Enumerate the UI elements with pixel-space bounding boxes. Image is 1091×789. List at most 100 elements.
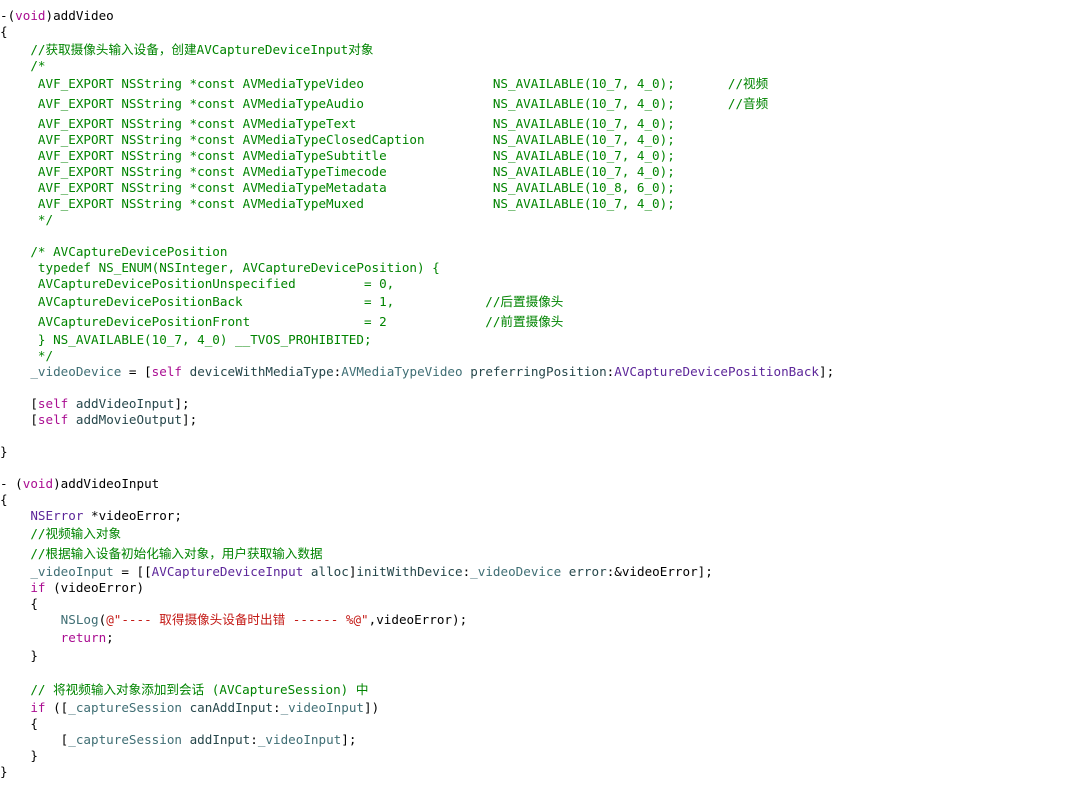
code-token: AVF_EXPORT NSString *const AVMediaTypeCl…	[0, 132, 675, 147]
code-line: AVF_EXPORT NSString *const AVMediaTypeSu…	[0, 148, 675, 164]
code-line: _videoDevice = [self deviceWithMediaType…	[0, 364, 834, 380]
code-token: addVideoInput	[75, 396, 175, 411]
code-line: }	[0, 748, 38, 764]
code-token: _videoInput	[0, 564, 114, 579]
code-line: [self addMovieOutput];	[0, 412, 197, 428]
code-token: //根据输入设备初始化输入对象，用户获取输入数据	[0, 546, 323, 561]
code-token: AVF_EXPORT NSString *const AVMediaTypeMu…	[0, 196, 675, 211]
code-token: = [[	[113, 564, 152, 579]
code-token: AVMediaTypeVideo	[341, 364, 463, 379]
code-line: AVF_EXPORT NSString *const AVMediaTypeCl…	[0, 132, 675, 148]
code-token: {	[0, 596, 38, 611]
code-token: error	[568, 564, 607, 579]
code-token: :	[462, 564, 471, 579]
code-token: NSError	[0, 508, 84, 523]
code-token: /* AVCaptureDevicePosition	[0, 244, 228, 259]
code-token: ];	[818, 364, 835, 379]
code-token: _videoInput	[257, 732, 342, 747]
code-line: */	[0, 212, 53, 228]
code-token: AVF_EXPORT NSString *const AVMediaTypeTi…	[0, 164, 675, 179]
code-token: *videoError;	[83, 508, 182, 523]
code-line: if (videoError)	[0, 580, 144, 596]
code-token: AVF_EXPORT NSString *const AVMediaTypeSu…	[0, 148, 675, 163]
code-token: _captureSession	[68, 732, 182, 747]
code-line: if ([_captureSession canAddInput:_videoI…	[0, 700, 379, 716]
code-line: AVF_EXPORT NSString *const AVMediaTypeVi…	[0, 76, 768, 92]
code-line: NSLog(@"---- 取得摄像头设备时出错 ------ %@",video…	[0, 612, 468, 628]
code-line: //根据输入设备初始化输入对象，用户获取输入数据	[0, 546, 323, 562]
code-token: -(	[0, 8, 16, 23]
code-token: )addVideoInput	[53, 476, 160, 491]
code-token: = [	[121, 364, 152, 379]
code-token: AVF_EXPORT NSString *const AVMediaTypeAu…	[0, 96, 769, 111]
code-token	[182, 732, 190, 747]
code-token: if	[0, 580, 46, 595]
code-token: ];	[341, 732, 357, 747]
code-token: return	[0, 630, 107, 645]
code-line: }	[0, 444, 8, 460]
code-token: alloc	[310, 564, 349, 579]
code-line: } NS_AVAILABLE(10_7, 4_0) __TVOS_PROHIBI…	[0, 332, 372, 348]
code-token: [	[0, 412, 38, 427]
code-line: AVF_EXPORT NSString *const AVMediaTypeTe…	[0, 116, 675, 132]
code-line: AVF_EXPORT NSString *const AVMediaTypeAu…	[0, 96, 768, 112]
code-token: _captureSession	[68, 700, 182, 715]
code-token	[68, 412, 76, 427]
code-token: ];	[174, 396, 190, 411]
code-token: // 将视频输入对象添加到会话 (AVCaptureSession) 中	[0, 682, 369, 697]
code-token: :	[606, 364, 615, 379]
code-token: } NS_AVAILABLE(10_7, 4_0) __TVOS_PROHIBI…	[0, 332, 372, 347]
code-token: AVCaptureDevicePositionUnspecified = 0,	[0, 276, 395, 291]
code-token: typedef NS_ENUM(NSInteger, AVCaptureDevi…	[0, 260, 440, 275]
code-token: initWithDevice	[356, 564, 463, 579]
code-line: {	[0, 716, 38, 732]
code-token	[561, 564, 569, 579]
code-token: ]	[348, 564, 357, 579]
code-line: {	[0, 492, 8, 508]
code-token: {	[0, 716, 38, 731]
code-token	[0, 612, 61, 627]
code-token: addMovieOutput	[75, 412, 183, 427]
code-token: }	[0, 444, 8, 459]
code-token: ([	[45, 700, 69, 715]
code-token: }	[0, 648, 38, 663]
code-token: AVF_EXPORT NSString *const AVMediaTypeVi…	[0, 76, 769, 91]
code-token: _videoDevice	[470, 564, 562, 579]
code-token: AVCaptureDevicePositionFront = 2 //前置摄像头	[0, 314, 564, 329]
code-line: AVCaptureDevicePositionUnspecified = 0,	[0, 276, 394, 292]
code-token	[182, 364, 190, 379]
code-token: :&videoError];	[606, 564, 713, 579]
code-token: {	[0, 24, 8, 39]
code-token: //视频输入对象	[0, 526, 122, 541]
code-line: {	[0, 24, 8, 40]
code-token: self	[37, 396, 69, 411]
code-token: :	[272, 700, 281, 715]
code-line: // 将视频输入对象添加到会话 (AVCaptureSession) 中	[0, 682, 368, 698]
code-line: return;	[0, 630, 114, 646]
code-token: AVCaptureDevicePositionBack	[614, 364, 819, 379]
code-token: _videoInput	[280, 700, 364, 715]
code-line: }	[0, 764, 8, 780]
code-line: //获取摄像头输入设备，创建AVCaptureDeviceInput对象	[0, 42, 373, 58]
code-token: AVF_EXPORT NSString *const AVMediaTypeMe…	[0, 180, 675, 195]
code-token: [	[0, 396, 38, 411]
code-line: */	[0, 348, 53, 364]
code-line: {	[0, 596, 38, 612]
code-token: ])	[363, 700, 380, 715]
code-token: :	[250, 732, 258, 747]
code-line: [_captureSession addInput:_videoInput];	[0, 732, 357, 748]
code-token: (videoError)	[45, 580, 145, 595]
code-token: //获取摄像头输入设备，创建AVCaptureDeviceInput对象	[0, 42, 374, 57]
code-token	[182, 700, 190, 715]
code-line: NSError *videoError;	[0, 508, 182, 524]
code-line: [self addVideoInput];	[0, 396, 190, 412]
code-token: [	[0, 732, 69, 747]
code-token: ;	[106, 630, 114, 645]
code-token: */	[0, 212, 54, 227]
code-line: typedef NS_ENUM(NSInteger, AVCaptureDevi…	[0, 260, 440, 276]
code-token: @"---- 取得摄像头设备时出错 ------ %@"	[106, 612, 369, 627]
code-token	[303, 564, 311, 579]
code-token	[68, 396, 76, 411]
code-line: }	[0, 648, 38, 664]
